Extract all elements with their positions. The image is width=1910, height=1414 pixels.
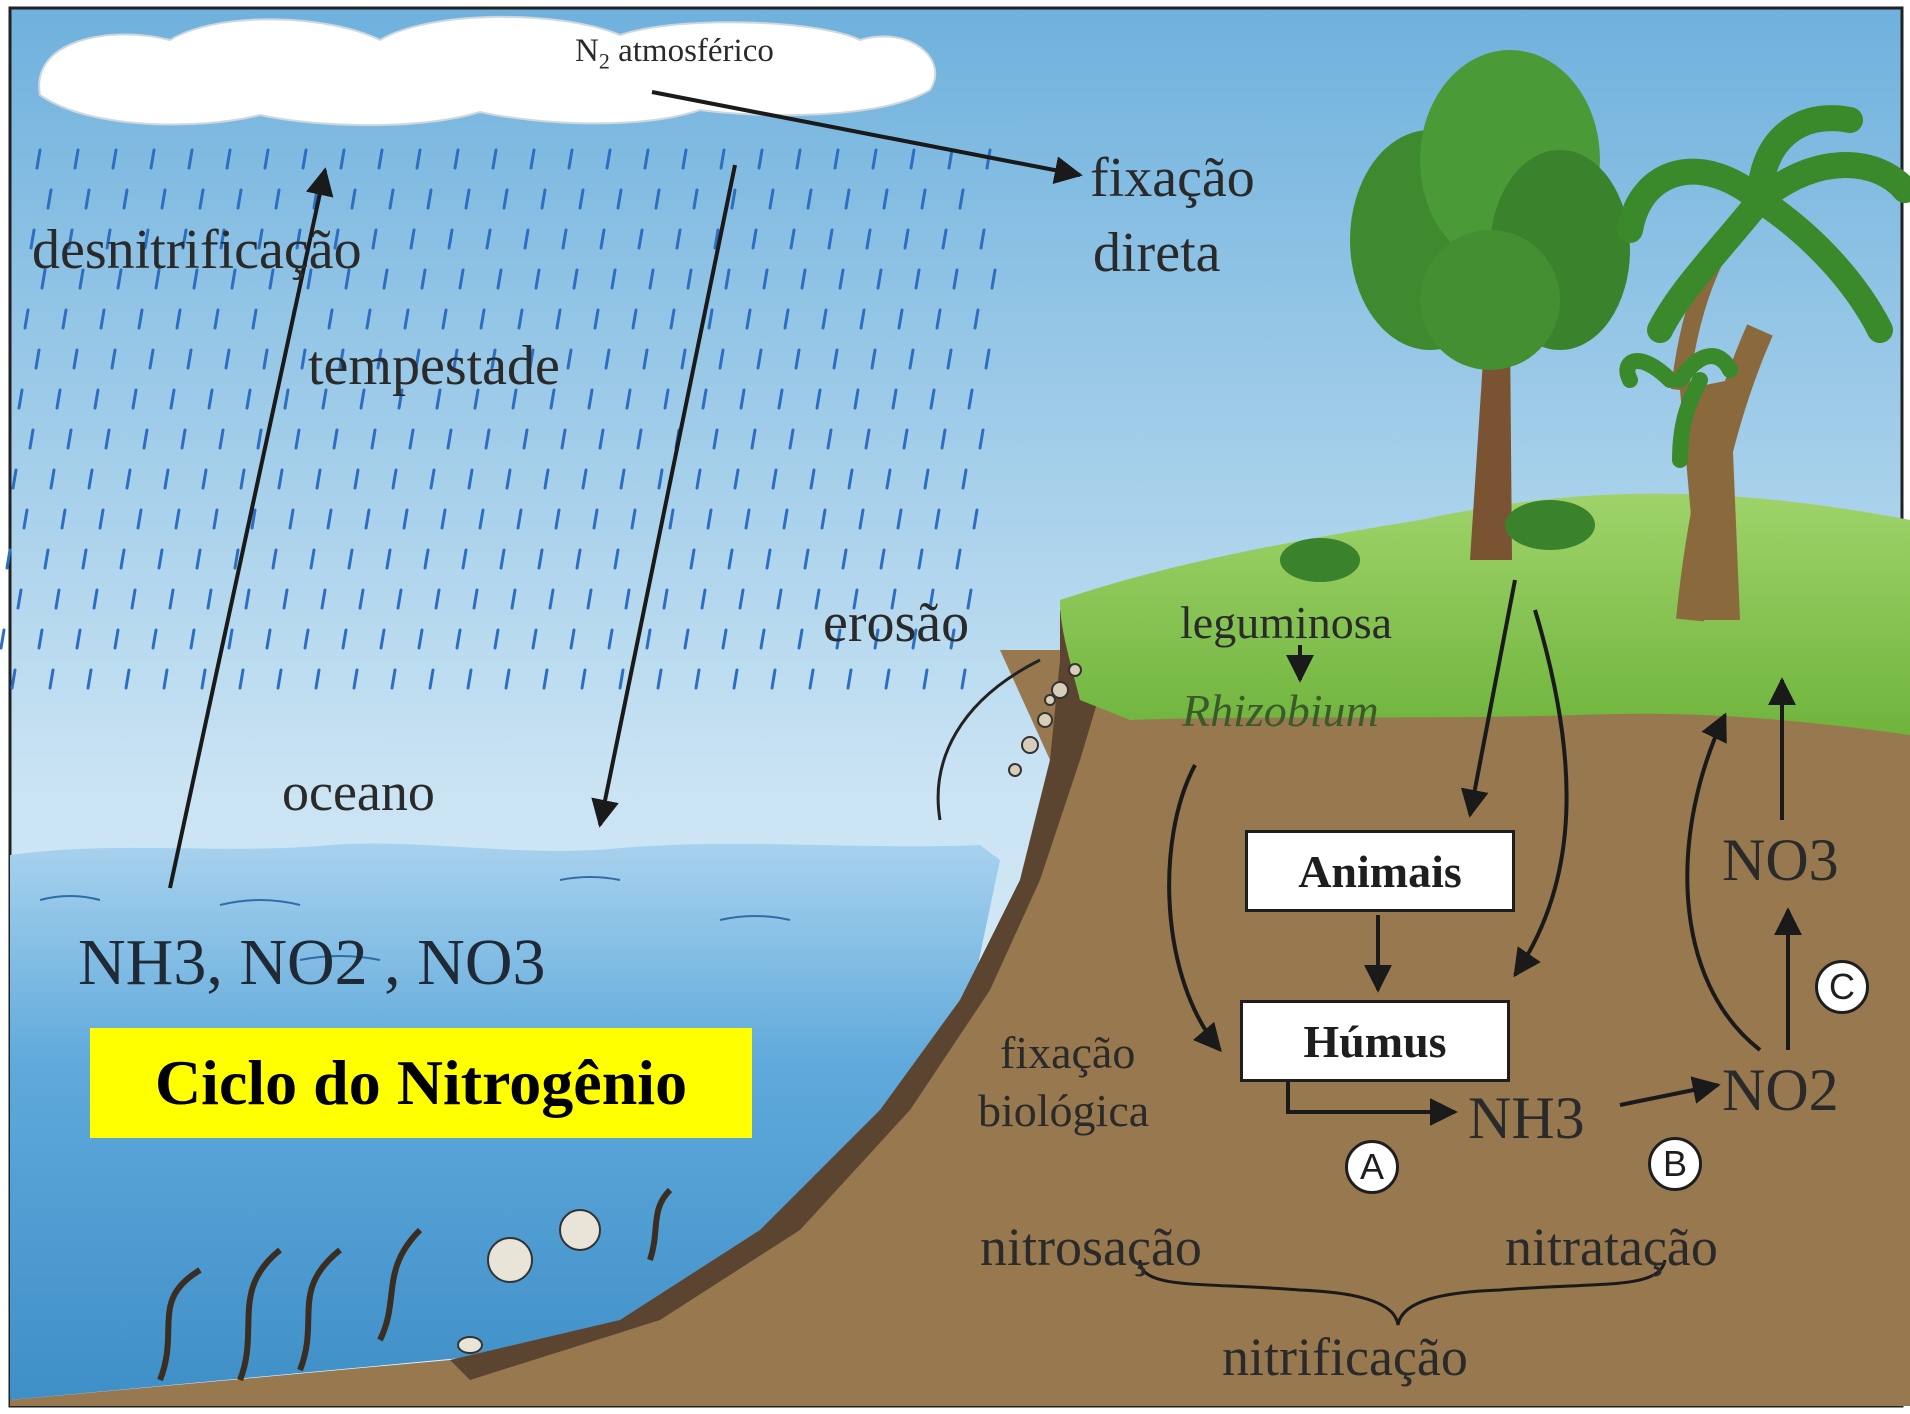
biological-fixation-label-2: biológica: [978, 1085, 1150, 1136]
hill-to-animais-arrow: [1460, 579, 1517, 818]
title-text: Ciclo do Nitrogênio: [154, 1047, 688, 1118]
rhizobium-label: Rhizobium: [1182, 685, 1379, 736]
nh3-label: NH3: [1468, 1085, 1585, 1151]
cloud: [38, 15, 937, 127]
ocean-compounds-label: NH3, NO2 , NO3: [78, 926, 546, 999]
step-c-badge: C: [1815, 960, 1869, 1014]
denitrification-arrow: [168, 167, 334, 889]
storm-label: tempestade: [308, 335, 560, 397]
tree: [1350, 50, 1630, 560]
no2-label: NO2: [1722, 1057, 1839, 1123]
ocean-label: oceano: [282, 762, 435, 822]
fixation-curve-arrow: [1167, 764, 1222, 1053]
nitrosation-label: nitrosação: [980, 1217, 1202, 1277]
erosion-label: erosão: [823, 592, 970, 654]
no3-label: NO3: [1722, 827, 1839, 893]
nitrification-label: nitrificação: [1222, 1327, 1468, 1387]
biological-fixation-label-1: fixação: [1000, 1027, 1136, 1078]
step-b-badge: B: [1648, 1137, 1702, 1191]
sea-plants: [157, 1187, 673, 1382]
direct-fixation-label-2: direta: [1093, 222, 1221, 284]
nitrification-brace: [1138, 1259, 1667, 1326]
nh3-to-no2-arrow: [1619, 1076, 1721, 1107]
nitratation-label: nitratação: [1505, 1217, 1718, 1277]
step-a-badge: A: [1345, 1140, 1399, 1194]
cycle-arrows: [168, 90, 1802, 1326]
direct-fixation-label-1: fixação: [1090, 147, 1255, 209]
storm-arrow: [591, 164, 737, 828]
hill-to-humus-arrow: [1513, 609, 1569, 978]
atmospheric-n2-label: N2 atmosférico: [575, 33, 774, 74]
title-banner: Ciclo do Nitrogênio: [90, 1028, 752, 1138]
legume-label: leguminosa: [1180, 597, 1393, 648]
direct-fixation-arrow: [651, 90, 1083, 184]
anemones: [457, 1209, 601, 1354]
no2-to-plants-curve: [1685, 712, 1762, 1052]
animais-box: Animais: [1245, 830, 1515, 912]
humus-to-nh3-arrow: [1286, 1075, 1458, 1126]
palm-trees: [1617, 105, 1910, 622]
humus-box: Húmus: [1240, 1000, 1510, 1082]
rain-streaks: [0, 148, 997, 690]
erosion-particles: [1008, 663, 1082, 777]
denitrification-label: desnitrificação: [32, 219, 362, 281]
